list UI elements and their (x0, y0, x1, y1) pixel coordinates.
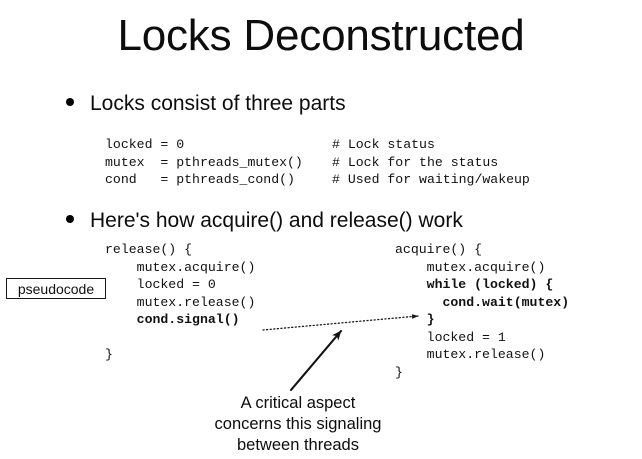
caption-line: concerns this signaling (214, 415, 382, 433)
code-line: while (locked) { (395, 277, 554, 292)
caption-line: A critical aspect (240, 394, 356, 412)
bullet-label-2: Here's how acquire() and release() work (90, 209, 463, 232)
code-line: } (105, 347, 113, 362)
code-line: acquire() { (395, 242, 483, 257)
caption-text: A critical aspect concerns this signaling… (188, 393, 408, 456)
bullet-item-2: Here's how acquire() and release() work (66, 209, 463, 233)
code-line: release() { (105, 242, 193, 257)
pointer-arrow-line (289, 329, 343, 392)
code-line: cond.wait(mutex) (395, 294, 570, 310)
caption-line: between threads (236, 436, 359, 454)
bullet-dot-icon (66, 98, 74, 106)
code-line: mutex.acquire() (105, 259, 256, 275)
code-line: mutex.acquire() (395, 259, 546, 275)
code-line: mutex.release() (395, 347, 546, 362)
code-block-release: release() { mutex.acquire() locked = 0 m… (105, 241, 255, 364)
code-line: mutex.release() (105, 294, 256, 310)
code-line: } (395, 364, 403, 380)
bullet-item-1: Locks consist of three parts (66, 92, 346, 116)
code-block-declarations-comments: # Lock status # Lock for the status # Us… (332, 137, 530, 187)
page-title: Locks Deconstructed (117, 11, 525, 60)
code-line: } (395, 312, 435, 327)
code-line: locked = 0 (105, 277, 216, 292)
bullet-label-1: Locks consist of three parts (90, 92, 346, 115)
code-block-declarations: locked = 0 mutex = pthreads_mutex() cond… (105, 137, 303, 187)
bullet-dot-icon (66, 215, 74, 223)
code-block-acquire: acquire() { mutex.acquire() while (locke… (395, 241, 569, 381)
code-line: cond.signal() (105, 312, 240, 327)
code-line: locked = 1 (395, 329, 506, 345)
pseudocode-callout-box: pseudocode (6, 278, 106, 299)
